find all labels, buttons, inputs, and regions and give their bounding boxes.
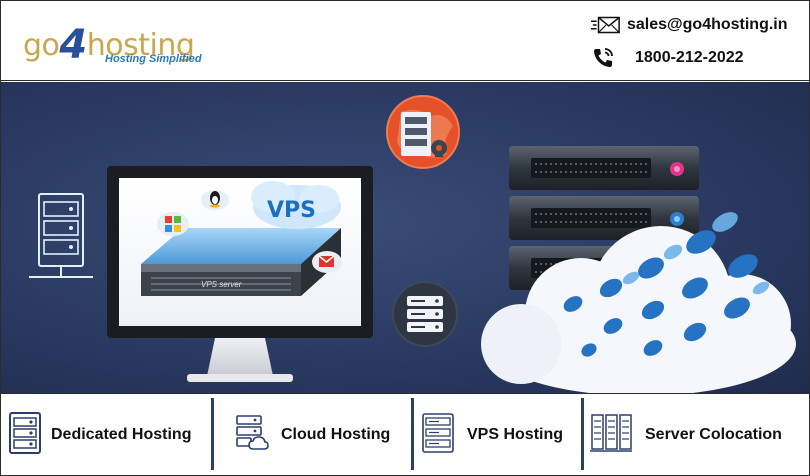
category-dedicated-hosting[interactable]: Dedicated Hosting bbox=[7, 394, 192, 475]
windows-icon bbox=[157, 212, 189, 236]
dedicated-server-icon bbox=[7, 411, 45, 460]
category-label: VPS Hosting bbox=[467, 426, 564, 443]
service-categories: Dedicated Hosting Cloud Hosting bbox=[1, 393, 809, 475]
contact-phone[interactable]: 1800-212-2022 bbox=[591, 46, 744, 70]
cloud-server-icon bbox=[233, 413, 269, 458]
vps-server-icon bbox=[421, 412, 457, 459]
rack-outline-icon bbox=[29, 193, 93, 278]
category-divider bbox=[581, 398, 584, 470]
category-vps-hosting[interactable]: VPS Hosting bbox=[421, 394, 564, 475]
category-label: Dedicated Hosting bbox=[51, 426, 192, 443]
phone-icon bbox=[591, 46, 621, 70]
brand-logo[interactable]: go4hosting Hosting Simplified bbox=[23, 15, 213, 71]
email-address: sales@go4hosting.in bbox=[627, 16, 788, 33]
category-server-colocation[interactable]: Server Colocation bbox=[589, 394, 782, 475]
hero-illustration: VPS server VPS bbox=[1, 82, 809, 393]
envelope-icon bbox=[591, 13, 621, 37]
linux-icon bbox=[201, 190, 229, 210]
vps-server-label: VPS server bbox=[201, 280, 242, 289]
phone-number: 1800-212-2022 bbox=[635, 49, 744, 66]
logo-tagline: Hosting Simplified bbox=[105, 53, 202, 65]
cloud-network-illustration bbox=[481, 212, 796, 393]
server-stack-circle-icon bbox=[392, 281, 458, 347]
category-divider bbox=[411, 398, 414, 470]
server-globe-icon bbox=[386, 95, 460, 169]
header: go4hosting Hosting Simplified sales@go4h… bbox=[1, 1, 809, 81]
category-divider bbox=[211, 398, 214, 470]
colocation-rack-icon bbox=[589, 412, 633, 459]
mail-icon bbox=[312, 251, 342, 273]
vps-badge: VPS bbox=[267, 198, 316, 223]
monitor-illustration: VPS server VPS bbox=[107, 166, 373, 382]
category-label: Cloud Hosting bbox=[281, 426, 391, 443]
category-label: Server Colocation bbox=[645, 426, 782, 443]
contact-email[interactable]: sales@go4hosting.in bbox=[591, 13, 788, 37]
hero-artwork: VPS server VPS bbox=[29, 95, 796, 393]
logo-wordmark: go4hosting bbox=[23, 22, 195, 68]
category-cloud-hosting[interactable]: Cloud Hosting bbox=[233, 394, 391, 475]
